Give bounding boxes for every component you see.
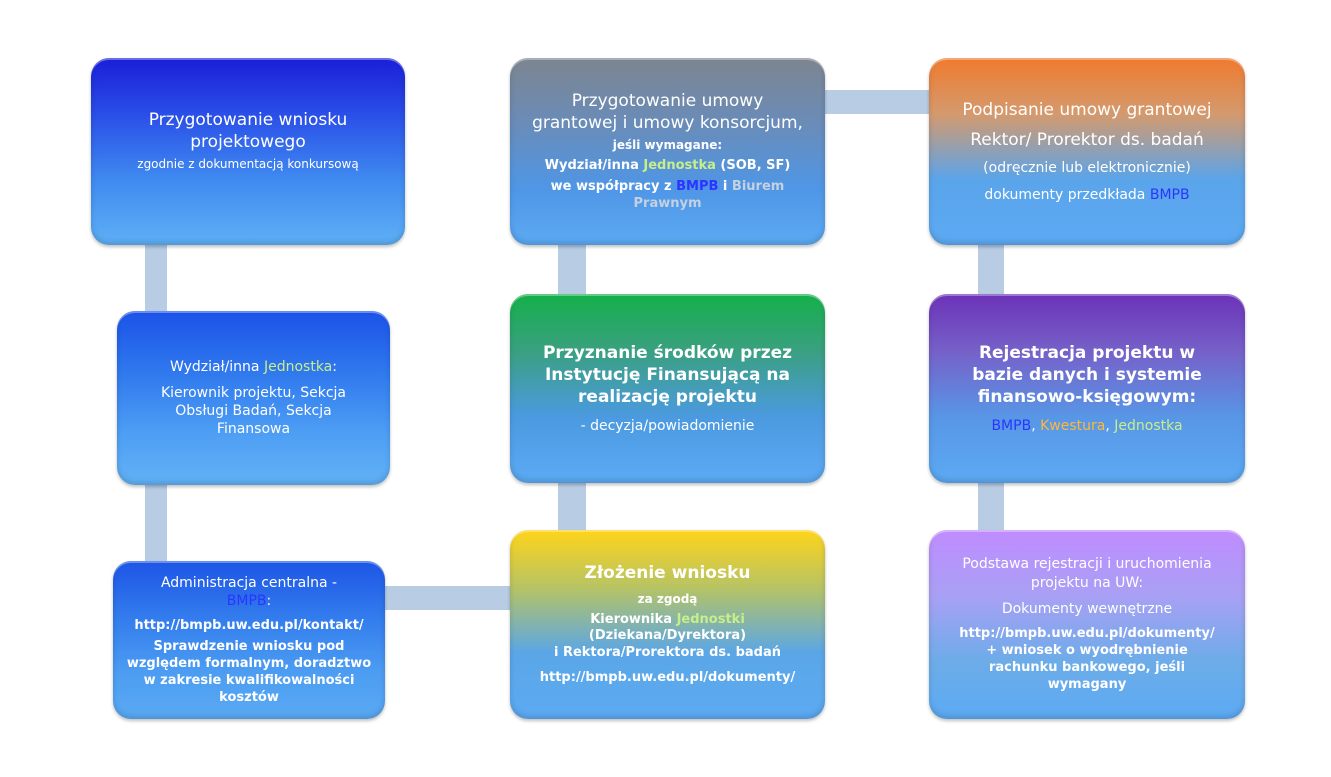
connector-zlozenie-przyznanie bbox=[558, 478, 586, 534]
jednostka-label: Jednostka bbox=[1114, 417, 1183, 434]
step-zlozenie-wniosku: Złożenie wniosku za zgodą Kierownika Jed… bbox=[510, 530, 825, 719]
step-line-4: we współpracy z BMPB i Biurem Prawnym bbox=[550, 178, 785, 211]
jednostki-label: Jednostki bbox=[676, 611, 745, 627]
step-line-4: + wniosek o wyodrębnienie rachunku banko… bbox=[986, 642, 1188, 692]
step-rejestracja-projektu: Rejestracja projektu w bazie danych i sy… bbox=[929, 294, 1245, 483]
bmpb-label: BMPB bbox=[226, 592, 267, 609]
step-body: Sprawdzenie wniosku pod względem formaln… bbox=[126, 638, 372, 705]
connector-rejestracja-podstawa bbox=[978, 478, 1004, 534]
step-title: Przygotowanie umowy grantowej i umowy ko… bbox=[532, 91, 803, 134]
step-title: Przyznanie środków przez Instytucję Fina… bbox=[542, 343, 793, 408]
bmpb-label: BMPB bbox=[991, 417, 1032, 434]
kwestura-label: Kwestura bbox=[1040, 417, 1106, 434]
connector-administracja-zlozenie bbox=[382, 586, 516, 610]
connector-wniosek-wydzial bbox=[145, 240, 167, 318]
step-podpisanie-umowy: Podpisanie umowy grantowej Rektor/ Prore… bbox=[929, 58, 1245, 245]
step-line-2: Dokumenty wewnętrzne bbox=[1001, 600, 1173, 617]
connector-przyznanie-umowa bbox=[558, 242, 586, 300]
step-line-2: za zgodą bbox=[637, 591, 698, 606]
connector-wydzial-administracja bbox=[145, 480, 167, 568]
biuro-prawne-label: Biurem Prawnym bbox=[633, 178, 785, 211]
step-line-4: (Dziekana/Dyrektora) bbox=[588, 628, 747, 644]
connector-umowa-podpisanie bbox=[822, 90, 934, 114]
step-title: Rejestracja projektu w bazie danych i sy… bbox=[972, 343, 1202, 408]
step-line-5: i Rektora/Prorektora ds. badań bbox=[553, 645, 782, 661]
step-wydzial-jednostka: Wydział/inna Jednostka: Kierownik projek… bbox=[117, 311, 390, 485]
step-title: Administracja centralna - BMPB: bbox=[160, 574, 338, 609]
step-subtitle: - decyzja/powiadomienie bbox=[580, 417, 755, 434]
step-title: Przygotowanie wniosku projektowego bbox=[148, 109, 348, 152]
step-line-4: dokumenty przedkłada BMPB bbox=[984, 186, 1190, 203]
step-przygotowanie-umowy: Przygotowanie umowy grantowej i umowy ko… bbox=[510, 58, 825, 245]
step-units: BMPB, Kwestura, Jednostka bbox=[991, 417, 1183, 434]
dokumenty-link[interactable]: http://bmpb.uw.edu.pl/dokumenty/ bbox=[959, 626, 1215, 641]
step-podstawa-rejestracji: Podstawa rejestracji i uruchomienia proj… bbox=[929, 530, 1245, 719]
step-przygotowanie-wniosku: Przygotowanie wniosku projektowego zgodn… bbox=[91, 58, 405, 245]
step-line-3: Kierownika Jednostki bbox=[590, 611, 745, 627]
step-line-2: jeśli wymagane: bbox=[612, 138, 723, 153]
step-line-2: Rektor/ Prorektor ds. badań bbox=[970, 130, 1204, 151]
step-subtitle: zgodnie z dokumentacją konkursową bbox=[137, 156, 359, 171]
jednostka-label: Jednostka bbox=[263, 358, 333, 375]
step-title: Złożenie wniosku bbox=[584, 562, 751, 583]
step-line-3: (odręcznie lub elektronicznie) bbox=[983, 160, 1191, 177]
step-przyznanie-srodkow: Przyznanie środków przez Instytucję Fina… bbox=[510, 294, 825, 483]
step-line-3: Wydział/inna Jednostka (SOB, SF) bbox=[544, 158, 791, 174]
dokumenty-link[interactable]: http://bmpb.uw.edu.pl/dokumenty/ bbox=[539, 670, 796, 686]
kontakt-link[interactable]: http://bmpb.uw.edu.pl/kontakt/ bbox=[134, 617, 364, 633]
step-body: Kierownik projektu, Sekcja Obsługi Badań… bbox=[160, 384, 346, 438]
step-administracja-centralna: Administracja centralna - BMPB: http://b… bbox=[113, 561, 385, 719]
step-title: Podpisanie umowy grantowej bbox=[962, 100, 1212, 121]
bmpb-label: BMPB bbox=[1149, 186, 1190, 203]
step-title: Podstawa rejestracji i uruchomienia proj… bbox=[962, 556, 1212, 591]
step-title: Wydział/inna Jednostka: bbox=[170, 358, 337, 375]
bmpb-label: BMPB bbox=[676, 178, 719, 194]
jednostka-label: Jednostka bbox=[643, 158, 716, 174]
connector-podpisanie-rejestracja bbox=[978, 242, 1004, 300]
